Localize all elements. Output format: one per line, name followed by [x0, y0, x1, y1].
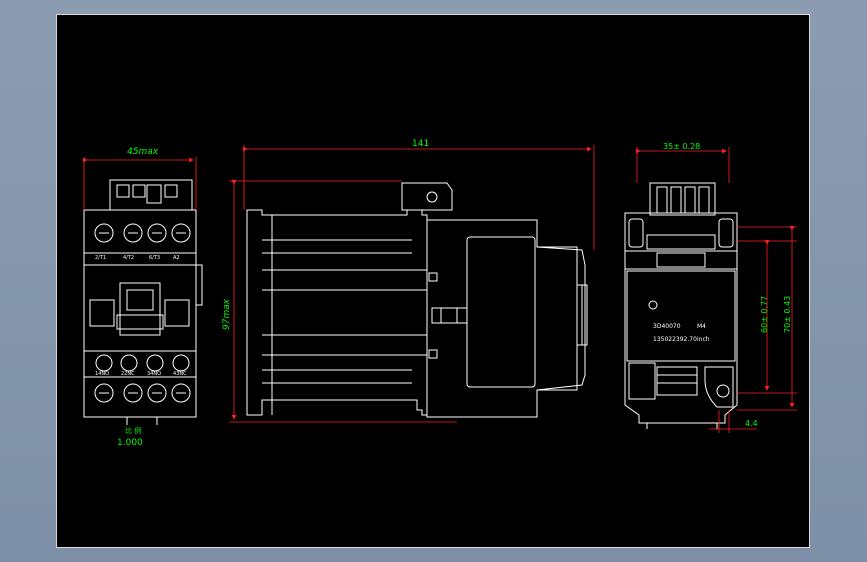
rear-top-connector: [649, 182, 716, 216]
plate-text-4: inch: [697, 336, 710, 343]
rear-dim-60-label: 60± 0.77: [760, 296, 769, 333]
cad-drawing: 2/T1 4/T2 6/T3 A2 14NO 22NC 34NO 43NC 45…: [83, 139, 797, 448]
tag-top-1: 2/T1: [95, 255, 106, 261]
tag-top-3: 6/T3: [149, 255, 160, 261]
scale-value: 1.000: [117, 438, 143, 448]
side-height-dimension: [229, 180, 457, 423]
front-bottom-terminals: [94, 354, 191, 403]
front-view: [83, 179, 203, 425]
side-main-body: [426, 219, 578, 418]
front-width-dimension: [83, 157, 197, 210]
front-top-terminals: [94, 223, 191, 243]
side-length-label: 141: [412, 139, 429, 149]
front-width-label: 45max: [127, 147, 159, 157]
plate-text-2: M4: [697, 323, 706, 330]
plate-text-1: 3D40070: [653, 323, 681, 330]
drawing-sheet: 2/T1 4/T2 6/T3 A2 14NO 22NC 34NO 43NC 45…: [56, 14, 810, 548]
rear-dim-70-label: 70± 0.43: [783, 296, 792, 333]
tag-bottom-1: 14NO: [95, 371, 109, 377]
rear-dim-44-label: 4.4: [745, 419, 758, 428]
rear-top-dimension: [636, 147, 730, 183]
tag-bottom-2: 22NC: [121, 371, 135, 377]
tag-bottom-3: 34NO: [147, 371, 161, 377]
rear-plate: [626, 270, 736, 362]
rear-top-dim-label: 35± 0.28: [663, 142, 700, 151]
side-height-label: 97max: [222, 298, 232, 330]
front-terminal-tags: 2/T1 4/T2 6/T3 A2 14NO 22NC 34NO 43NC: [95, 255, 187, 377]
tag-bottom-4: 43NC: [173, 371, 187, 377]
rear-plate-text: 3D40070 M4 135022392.70 inch: [653, 323, 710, 343]
rear-view: [624, 182, 738, 429]
tag-top-4: A2: [173, 255, 180, 261]
front-body: [83, 209, 197, 418]
side-view: [246, 182, 588, 418]
scale-label: 比 例: [125, 426, 141, 435]
plate-text-3: 135022392.70: [653, 336, 697, 343]
side-length-dimension: [243, 145, 595, 250]
tag-top-2: 4/T2: [123, 255, 134, 261]
side-rail-housing: [246, 209, 428, 416]
rear-body: [624, 212, 738, 424]
rear-vertical-dimensions: [709, 226, 797, 433]
